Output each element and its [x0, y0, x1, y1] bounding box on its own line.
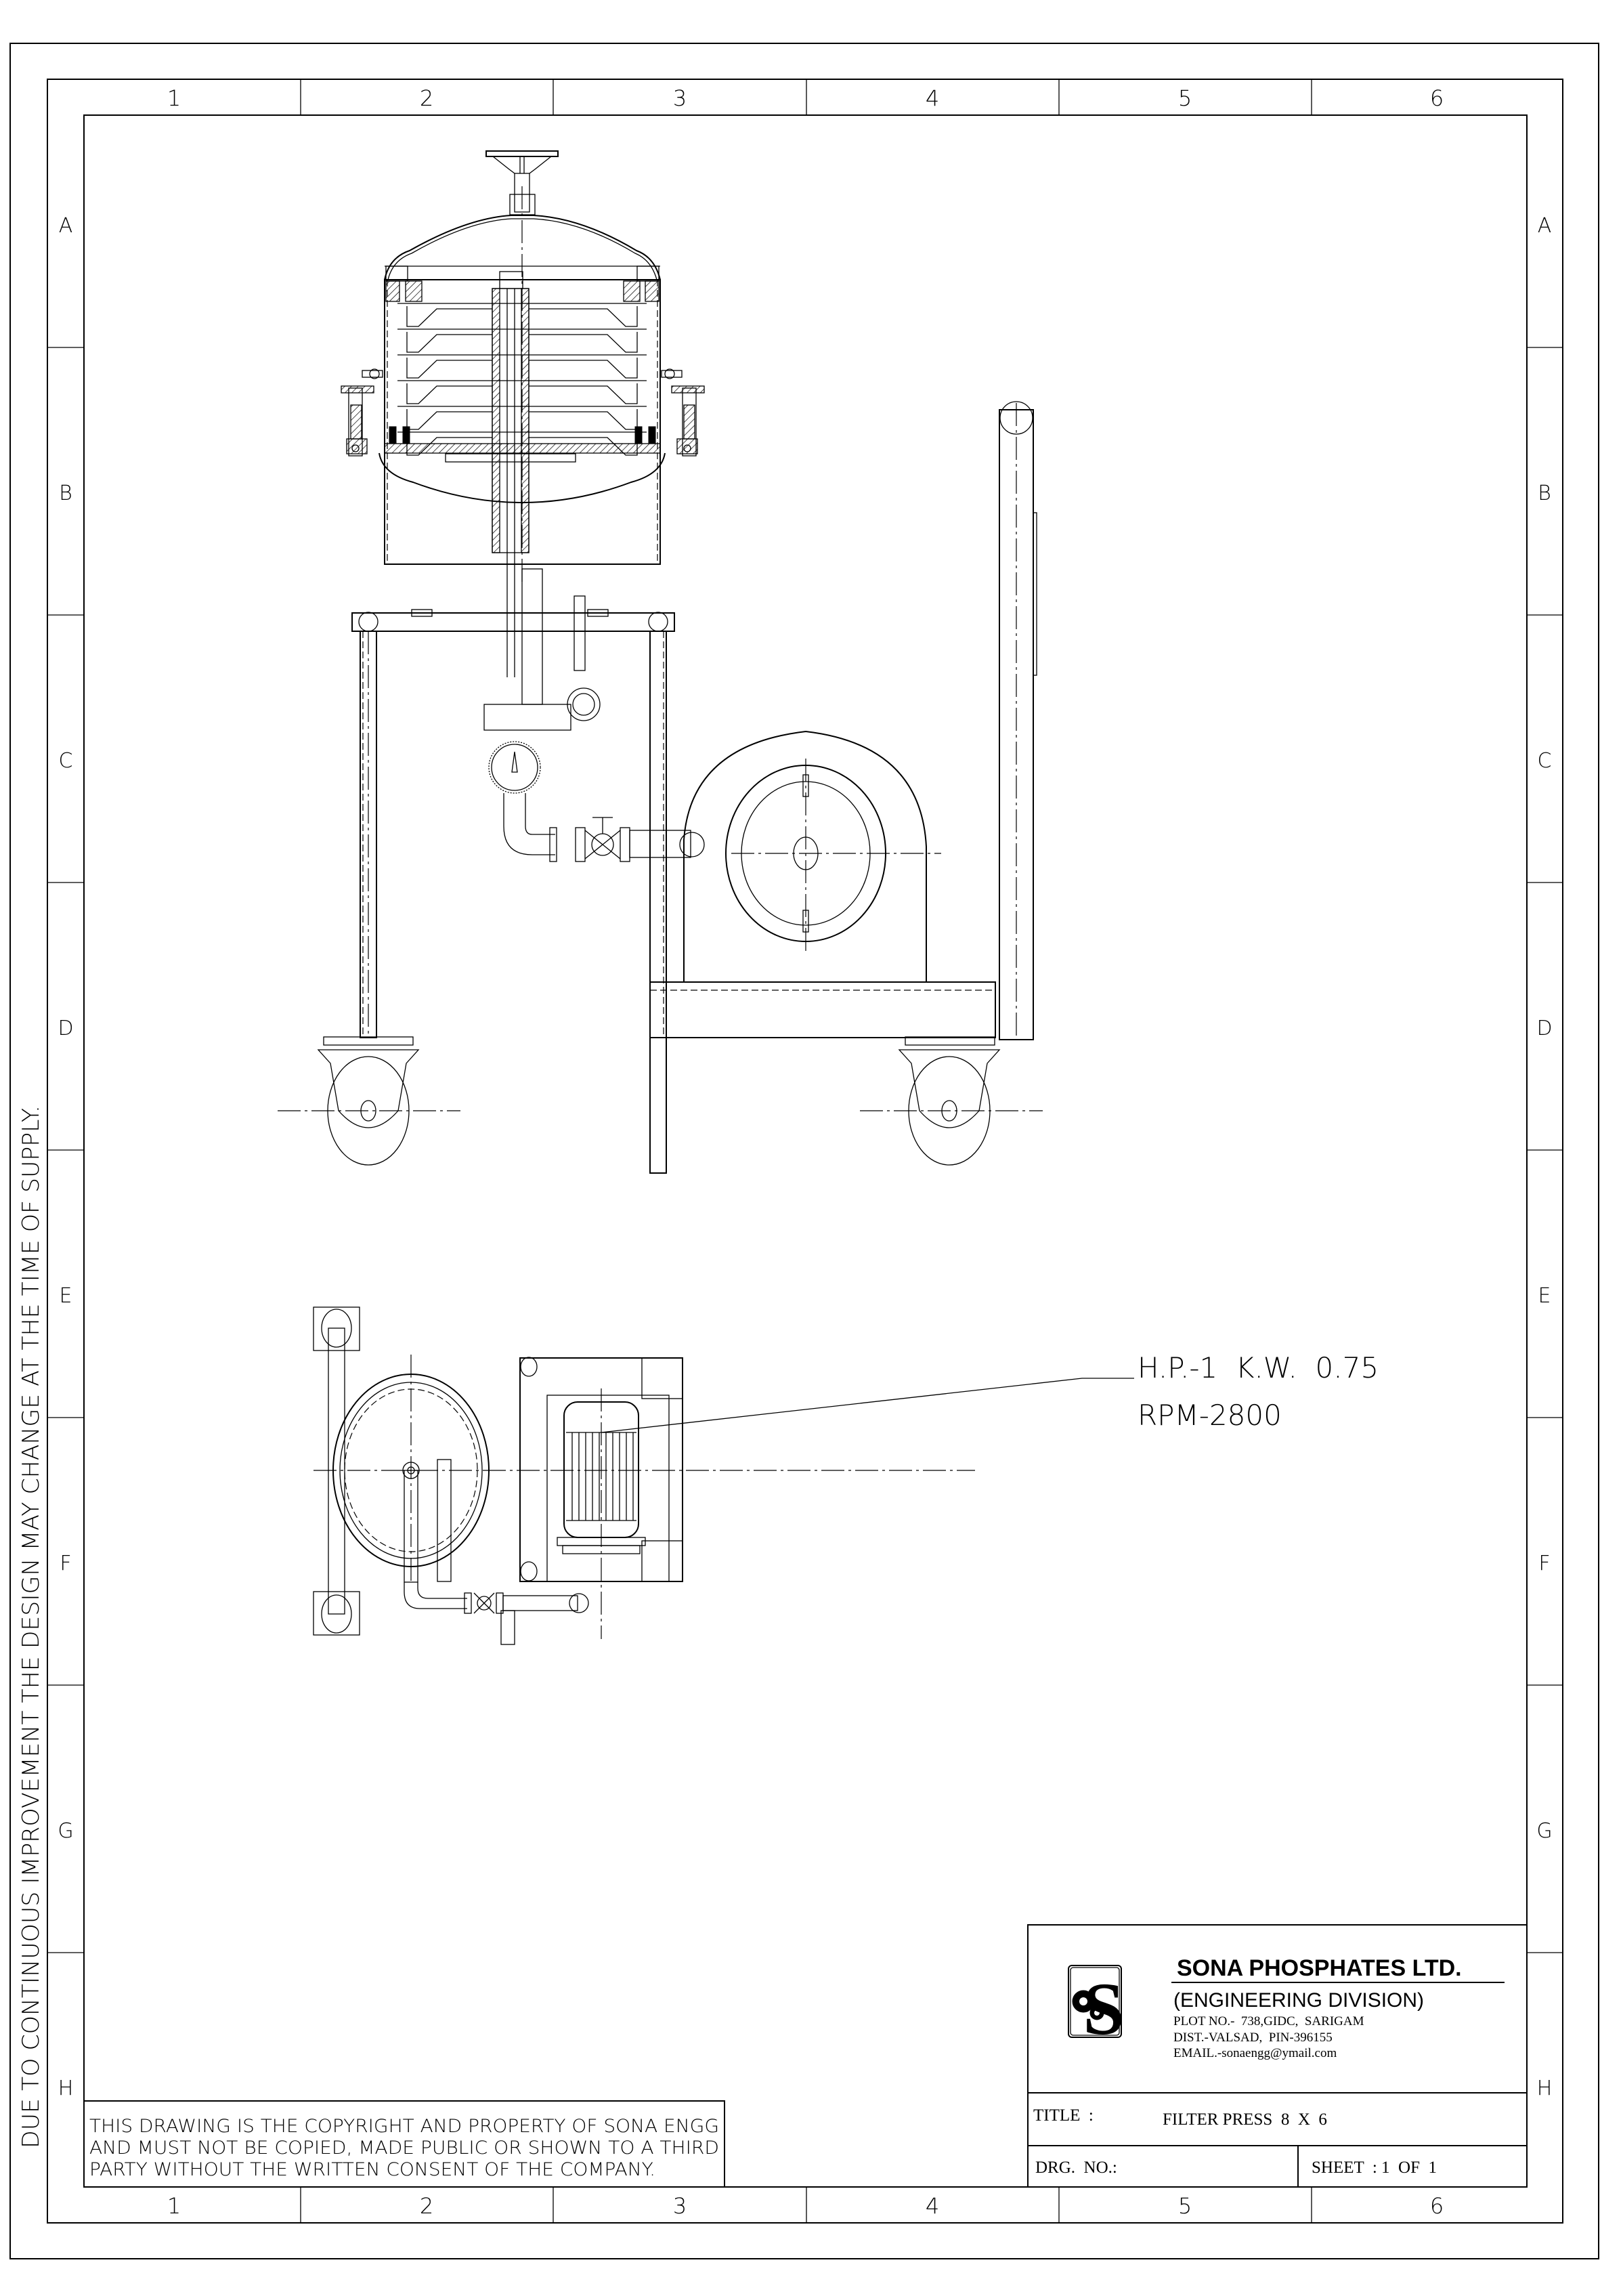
col-label: 3: [673, 85, 687, 111]
row-labels-left: A B C D E F G H: [58, 214, 73, 2100]
caster-wheel-left: [278, 1036, 460, 1166]
row-label: H: [1537, 2077, 1553, 2100]
title-label: TITLE :: [1033, 2106, 1094, 2125]
drg-no-label: DRG. NO.:: [1035, 2159, 1117, 2177]
drawing-title: FILTER PRESS 8 X 6: [1163, 2110, 1327, 2129]
row-label: F: [1538, 1552, 1550, 1575]
row-label: H: [58, 2077, 74, 2100]
row-label: C: [1538, 749, 1552, 773]
side-clamps: [341, 368, 705, 456]
copyright-line-3: PARTY WITHOUT THE WRITTEN CONSENT OF THE…: [89, 2159, 655, 2180]
zone-dividers: [47, 79, 1563, 2223]
pressure-gauge-icon: [488, 741, 541, 794]
row-label: B: [59, 482, 72, 505]
outer-border: [9, 43, 1599, 2259]
svg-text:S: S: [1083, 1968, 1124, 2050]
row-label: D: [1536, 1017, 1552, 1040]
sheet-number: SHEET : 1 OF 1: [1312, 2159, 1437, 2177]
copyright-notice: THIS DRAWING IS THE COPYRIGHT AND PROPER…: [83, 2100, 725, 2188]
col-label: 1: [167, 2193, 181, 2219]
front-view-drawing: [278, 150, 1043, 1174]
col-label: 2: [420, 85, 433, 111]
copyright-line-2: AND MUST NOT BE COPIED, MADE PUBLIC OR S…: [89, 2138, 719, 2159]
filter-plates: [397, 303, 647, 456]
col-label: 6: [1430, 85, 1444, 111]
row-label: G: [58, 1819, 73, 1843]
row-label: E: [1538, 1284, 1551, 1308]
gear-s-logo-icon: S: [1068, 1965, 1125, 2050]
col-label: 5: [1178, 2193, 1192, 2219]
row-labels-right: A B C D E F G H: [1536, 214, 1552, 2100]
row-label: B: [1538, 482, 1551, 505]
motor-spec-callout: H.P.-1 K.W. 0.75 RPM-2800: [1138, 1351, 1379, 1432]
row-label: G: [1536, 1819, 1552, 1843]
sheet-frames: [9, 43, 1599, 2259]
side-note: DUE TO CONTINUOUS IMPROVEMENT THE DESIGN…: [18, 1105, 45, 2148]
row-label: D: [58, 1017, 73, 1040]
col-label: 3: [673, 2193, 687, 2219]
col-label: 5: [1178, 85, 1192, 111]
address-line-1: PLOT NO.- 738,GIDC, SARIGAM: [1173, 2014, 1364, 2028]
motor-icon: [557, 1388, 646, 1639]
drawing-border: [83, 114, 1528, 2188]
copyright-line-1: THIS DRAWING IS THE COPYRIGHT AND PROPER…: [89, 2116, 719, 2137]
company-name: SONA PHOSPHATES LTD.: [1177, 1955, 1462, 1981]
zone-border: [47, 79, 1563, 2224]
col-label: 6: [1430, 2193, 1444, 2219]
motor-spec-rpm: RPM-2800: [1138, 1399, 1282, 1432]
column-labels-bottom: 1 2 3 4 5 6: [167, 2193, 1444, 2219]
column-labels-top: 1 2 3 4 5 6: [167, 85, 1444, 111]
col-label: 1: [167, 85, 181, 111]
plan-view-drawing: [313, 1306, 1134, 1645]
motor-spec-hp-kw: H.P.-1 K.W. 0.75: [1138, 1351, 1379, 1384]
col-label: 4: [926, 85, 939, 111]
row-label: C: [59, 749, 73, 773]
row-label: A: [59, 214, 73, 238]
pump-icon: [683, 730, 941, 983]
address-line-2: DIST.-VALSAD, PIN-396155: [1173, 2031, 1333, 2045]
company-division: (ENGINEERING DIVISION): [1173, 1989, 1424, 2012]
title-block: S SONA PHOSPHATES LTD. (ENGINEERING DIVI…: [1027, 1924, 1528, 2188]
row-label: E: [60, 1284, 72, 1308]
row-label: A: [1538, 214, 1552, 238]
caster-wheel-right: [860, 1036, 1043, 1166]
col-label: 2: [420, 2193, 433, 2219]
address-email: EMAIL.-sonaengg@ymail.com: [1173, 2046, 1337, 2060]
col-label: 4: [926, 2193, 939, 2219]
row-label: F: [60, 1552, 71, 1575]
